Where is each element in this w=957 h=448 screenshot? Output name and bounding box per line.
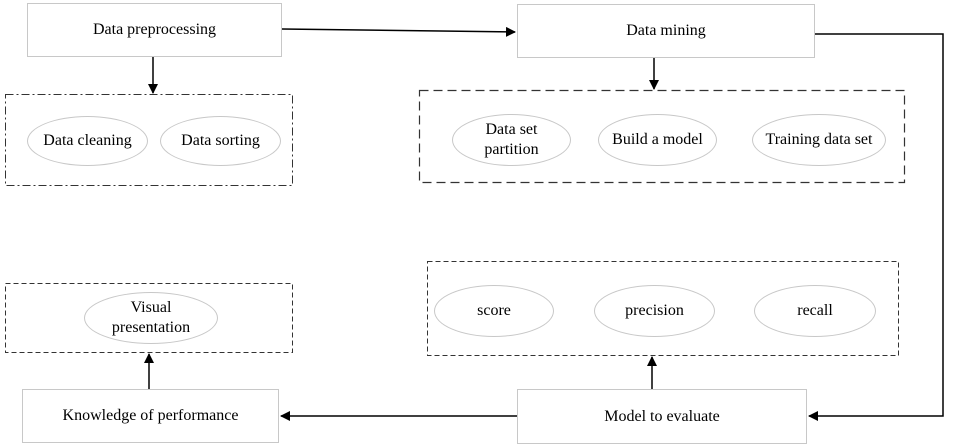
knowledge-of-performance-label: Knowledge of performance (62, 407, 239, 424)
recall-ellipse: recall (754, 285, 876, 337)
build-a-model-ellipse: Build a model (598, 114, 717, 166)
visual-presentation-label: Visual presentation (111, 299, 191, 336)
data-mining-box: Data mining (517, 4, 815, 58)
knowledge-group-border (5, 283, 293, 353)
mining-group-border (418, 89, 906, 184)
precision-label: precision (625, 302, 684, 319)
data-cleaning-label: Data cleaning (43, 132, 132, 149)
data-set-partition-ellipse: Data set partition (452, 114, 571, 166)
data-sorting-ellipse: Data sorting (160, 116, 281, 166)
training-data-set-label: Training data set (765, 131, 873, 148)
arrow-preprocessing-to-mining (281, 26, 516, 37)
score-label: score (477, 302, 511, 319)
model-to-evaluate-box: Model to evaluate (517, 389, 807, 444)
data-cleaning-ellipse: Data cleaning (27, 116, 148, 166)
build-a-model-label: Build a model (612, 131, 703, 148)
visual-presentation-ellipse: Visual presentation (84, 292, 218, 344)
evaluate-group-border (427, 261, 899, 356)
preprocessing-group-border (5, 94, 293, 186)
training-data-set-ellipse: Training data set (752, 114, 886, 166)
arrow-mining-to-evaluate (808, 33, 944, 421)
knowledge-of-performance-box: Knowledge of performance (22, 389, 279, 443)
data-sorting-label: Data sorting (181, 132, 260, 149)
data-set-partition-label: Data set partition (484, 121, 539, 158)
data-preprocessing-label: Data preprocessing (92, 21, 217, 38)
recall-label: recall (797, 302, 833, 319)
data-mining-label: Data mining (626, 22, 706, 39)
precision-ellipse: precision (594, 285, 715, 337)
model-to-evaluate-label: Model to evaluate (604, 407, 720, 425)
data-preprocessing-box: Data preprocessing (27, 3, 282, 57)
score-ellipse: score (434, 285, 554, 337)
